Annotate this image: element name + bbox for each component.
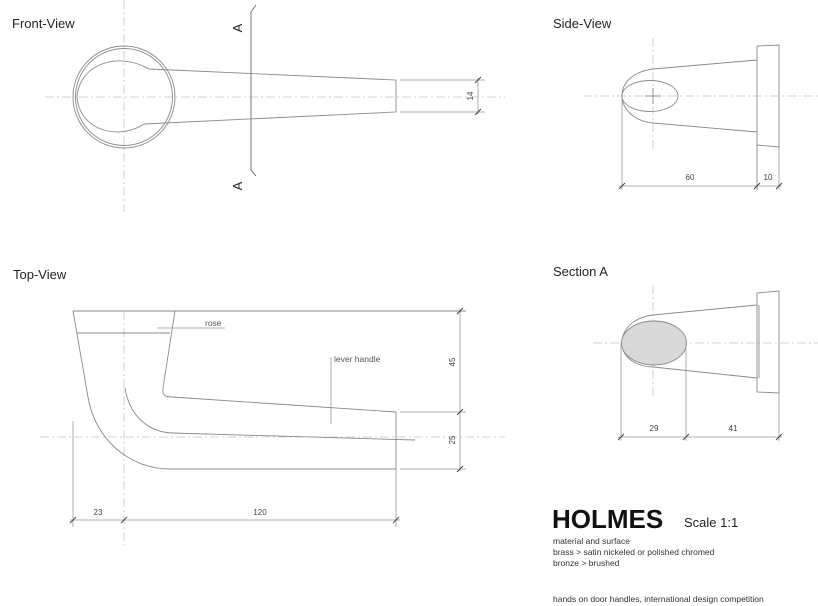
side-view: Side-View 60 10 [553, 16, 818, 190]
section-a-title: Section A [553, 264, 608, 279]
section-dim-41: 41 [729, 424, 738, 433]
top-dim-45: 45 [448, 357, 457, 366]
top-view-title: Top-View [13, 267, 67, 282]
top-view: Top-View rose lever handle 45 25 23 120 [13, 267, 505, 545]
section-a-view: Section A 29 41 [553, 264, 818, 441]
top-dim-120: 120 [253, 508, 267, 517]
side-dim-60: 60 [686, 173, 695, 182]
section-dim-29: 29 [650, 424, 659, 433]
rose-label: rose [205, 318, 222, 328]
section-cut-fill [621, 320, 687, 366]
side-view-title: Side-View [553, 16, 612, 31]
top-dim-23: 23 [94, 508, 103, 517]
footer-note: hands on door handles, international des… [553, 594, 764, 604]
front-view-title: Front-View [12, 16, 75, 31]
lever-handle-label: lever handle [334, 354, 381, 364]
title-block: HOLMES Scale 1:1 material and surface br… [552, 504, 764, 604]
info-line: bronze > brushed [553, 558, 620, 568]
info-line: brass > satin nickeled or polished chrom… [553, 547, 715, 557]
side-dim-10: 10 [764, 173, 773, 182]
top-dim-25: 25 [448, 435, 457, 444]
section-mark-bottom: A [230, 181, 245, 190]
section-line-a [250, 4, 257, 177]
front-dim-14: 14 [466, 91, 475, 100]
info-line: material and surface [553, 536, 630, 546]
front-view: Front-View 14 A A [12, 0, 505, 212]
section-mark-top: A [230, 23, 245, 32]
scale-label: Scale 1:1 [684, 515, 738, 530]
product-name: HOLMES [552, 504, 663, 534]
